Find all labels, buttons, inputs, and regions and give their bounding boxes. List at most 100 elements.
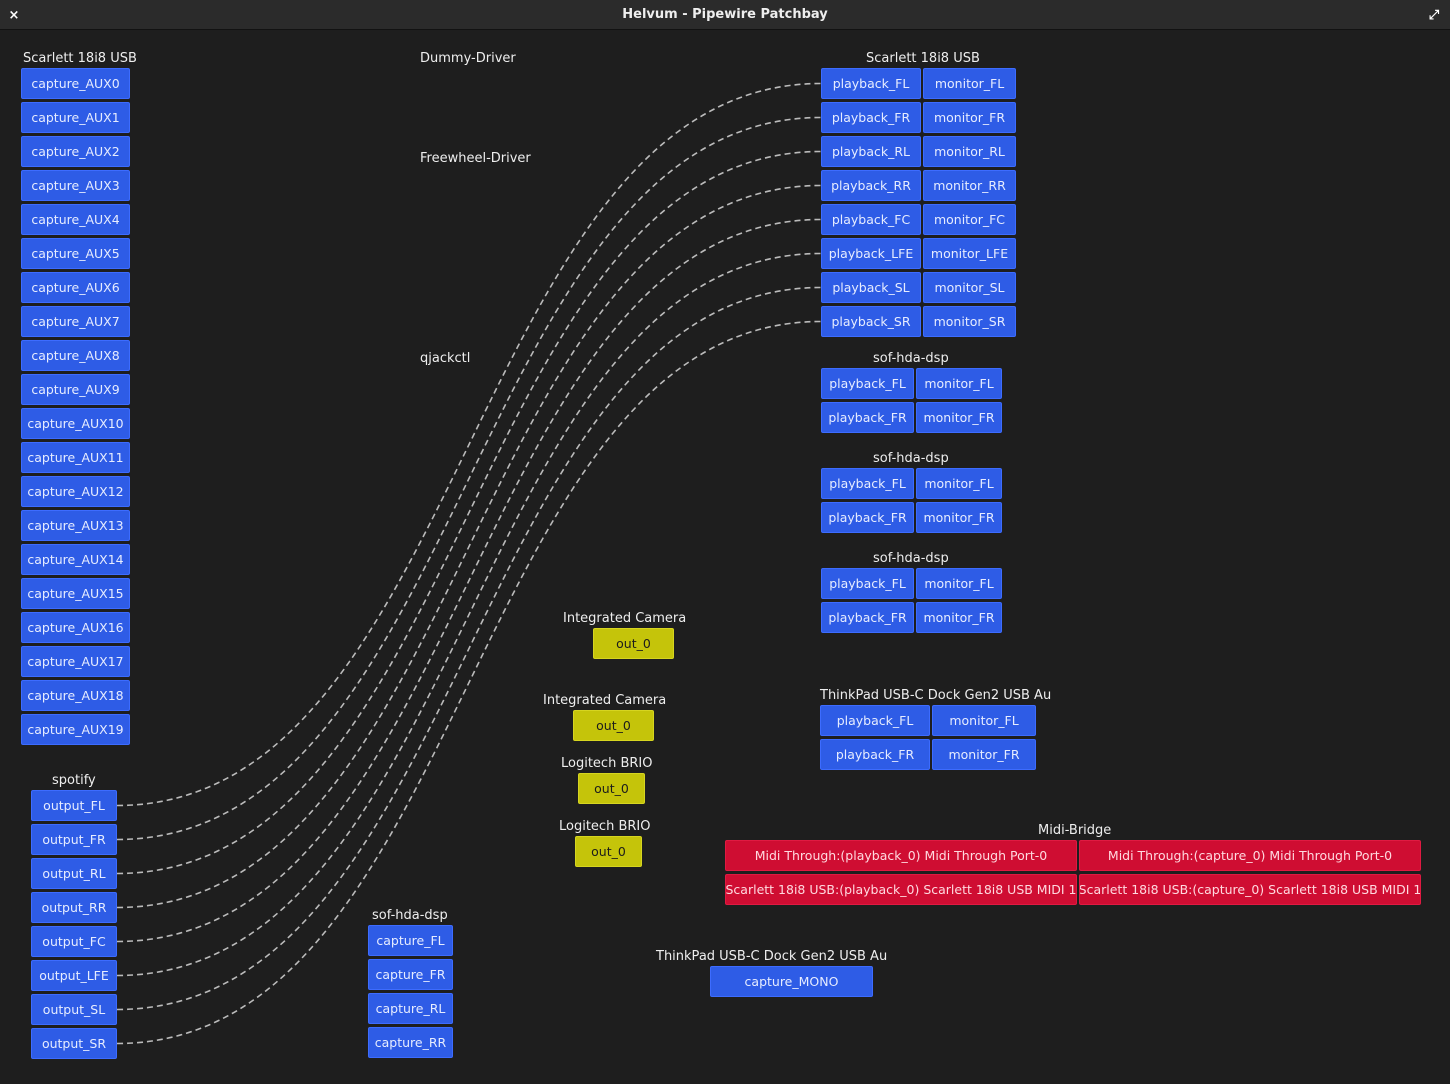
- port-output-rl[interactable]: output_RL: [31, 858, 117, 889]
- port-monitor-fl[interactable]: monitor_FL: [916, 368, 1002, 399]
- port-output-lfe[interactable]: output_LFE: [31, 960, 117, 991]
- port-capture-aux2[interactable]: capture_AUX2: [21, 136, 130, 167]
- port-out-0[interactable]: out_0: [578, 773, 645, 804]
- node-title-scarlett-18i8-usb[interactable]: Scarlett 18i8 USB: [866, 51, 980, 66]
- link-output-rl: [116, 150, 822, 875]
- port-capture-aux1[interactable]: capture_AUX1: [21, 102, 130, 133]
- port-capture-aux0[interactable]: capture_AUX0: [21, 68, 130, 99]
- port-playback-fl[interactable]: playback_FL: [821, 368, 914, 399]
- port-playback-fr[interactable]: playback_FR: [821, 502, 914, 533]
- node-title-spotify[interactable]: spotify: [52, 773, 96, 788]
- port-playback-rl[interactable]: playback_RL: [821, 136, 921, 167]
- port-monitor-sr[interactable]: monitor_SR: [923, 306, 1016, 337]
- title-bar: × Helvum - Pipewire Patchbay ⤢: [0, 0, 1450, 30]
- port-monitor-fl[interactable]: monitor_FL: [932, 705, 1036, 736]
- port-playback-fr[interactable]: playback_FR: [821, 102, 921, 133]
- port-playback-fc[interactable]: playback_FC: [821, 204, 921, 235]
- port-monitor-fl[interactable]: monitor_FL: [916, 568, 1002, 599]
- node-title-logitech-brio[interactable]: Logitech BRIO: [559, 819, 651, 834]
- port-capture-aux17[interactable]: capture_AUX17: [21, 646, 130, 677]
- node-title-qjackctl[interactable]: qjackctl: [420, 351, 471, 366]
- node-title-sof-hda-dsp[interactable]: sof-hda-dsp: [372, 908, 448, 923]
- port-capture-aux14[interactable]: capture_AUX14: [21, 544, 130, 575]
- port-capture-aux15[interactable]: capture_AUX15: [21, 578, 130, 609]
- port-capture-aux19[interactable]: capture_AUX19: [21, 714, 130, 745]
- port-midi-through-playback-0-midi-through-port-0[interactable]: Midi Through:(playback_0) Midi Through P…: [725, 840, 1077, 871]
- port-monitor-fr[interactable]: monitor_FR: [932, 739, 1036, 770]
- port-playback-rr[interactable]: playback_RR: [821, 170, 921, 201]
- port-playback-lfe[interactable]: playback_LFE: [821, 238, 921, 269]
- port-playback-fr[interactable]: playback_FR: [820, 739, 930, 770]
- port-capture-aux12[interactable]: capture_AUX12: [21, 476, 130, 507]
- node-title-freewheel-driver[interactable]: Freewheel-Driver: [420, 151, 531, 166]
- port-capture-fl[interactable]: capture_FL: [368, 925, 453, 956]
- port-capture-aux13[interactable]: capture_AUX13: [21, 510, 130, 541]
- port-capture-aux4[interactable]: capture_AUX4: [21, 204, 130, 235]
- node-title-sof-hda-dsp[interactable]: sof-hda-dsp: [873, 351, 949, 366]
- node-title-integrated-camera[interactable]: Integrated Camera: [543, 693, 667, 708]
- port-output-fc[interactable]: output_FC: [31, 926, 117, 957]
- node-title-thinkpad-usb-c-dock-gen2-usb-au[interactable]: ThinkPad USB-C Dock Gen2 USB Au: [820, 688, 1052, 703]
- node-title-sof-hda-dsp[interactable]: sof-hda-dsp: [873, 451, 949, 466]
- link-output-rr: [116, 184, 822, 909]
- port-out-0[interactable]: out_0: [573, 710, 654, 741]
- port-monitor-fc[interactable]: monitor_FC: [923, 204, 1016, 235]
- port-output-fr[interactable]: output_FR: [31, 824, 117, 855]
- maximize-icon[interactable]: ⤢: [1428, 7, 1440, 23]
- port-playback-sr[interactable]: playback_SR: [821, 306, 921, 337]
- port-capture-mono[interactable]: capture_MONO: [710, 966, 873, 997]
- port-out-0[interactable]: out_0: [575, 836, 642, 867]
- port-output-fl[interactable]: output_FL: [31, 790, 117, 821]
- port-capture-aux5[interactable]: capture_AUX5: [21, 238, 130, 269]
- port-playback-fr[interactable]: playback_FR: [821, 602, 914, 633]
- port-monitor-fr[interactable]: monitor_FR: [916, 602, 1002, 633]
- port-monitor-fr[interactable]: monitor_FR: [923, 102, 1016, 133]
- node-title-sof-hda-dsp[interactable]: sof-hda-dsp: [873, 551, 949, 566]
- node-title-logitech-brio[interactable]: Logitech BRIO: [561, 756, 653, 771]
- port-midi-through-capture-0-midi-through-port-0[interactable]: Midi Through:(capture_0) Midi Through Po…: [1079, 840, 1421, 871]
- port-monitor-fr[interactable]: monitor_FR: [916, 502, 1002, 533]
- port-output-rr[interactable]: output_RR: [31, 892, 117, 923]
- port-monitor-rr[interactable]: monitor_RR: [923, 170, 1016, 201]
- node-title-dummy-driver[interactable]: Dummy-Driver: [420, 51, 516, 66]
- port-capture-aux8[interactable]: capture_AUX8: [21, 340, 130, 371]
- link-output-fc: [116, 218, 822, 943]
- port-playback-fl[interactable]: playback_FL: [821, 468, 914, 499]
- port-capture-aux18[interactable]: capture_AUX18: [21, 680, 130, 711]
- port-capture-aux16[interactable]: capture_AUX16: [21, 612, 130, 643]
- node-title-thinkpad-usb-c-dock-gen2-usb-au[interactable]: ThinkPad USB-C Dock Gen2 USB Au: [656, 949, 888, 964]
- port-monitor-lfe[interactable]: monitor_LFE: [923, 238, 1016, 269]
- port-monitor-sl[interactable]: monitor_SL: [923, 272, 1016, 303]
- port-monitor-fl[interactable]: monitor_FL: [916, 468, 1002, 499]
- port-capture-aux9[interactable]: capture_AUX9: [21, 374, 130, 405]
- port-monitor-rl[interactable]: monitor_RL: [923, 136, 1016, 167]
- port-capture-rr[interactable]: capture_RR: [368, 1027, 453, 1058]
- port-capture-aux3[interactable]: capture_AUX3: [21, 170, 130, 201]
- port-monitor-fr[interactable]: monitor_FR: [916, 402, 1002, 433]
- port-playback-fr[interactable]: playback_FR: [821, 402, 914, 433]
- port-playback-fl[interactable]: playback_FL: [821, 568, 914, 599]
- close-icon[interactable]: ×: [8, 7, 20, 23]
- port-capture-rl[interactable]: capture_RL: [368, 993, 453, 1024]
- port-scarlett-18i8-usb-playback-0-scarlett-18i8-usb-midi-1[interactable]: Scarlett 18i8 USB:(playback_0) Scarlett …: [725, 874, 1077, 905]
- port-output-sr[interactable]: output_SR: [31, 1028, 117, 1059]
- port-capture-fr[interactable]: capture_FR: [368, 959, 453, 990]
- port-out-0[interactable]: out_0: [593, 628, 674, 659]
- port-playback-sl[interactable]: playback_SL: [821, 272, 921, 303]
- link-output-sr: [116, 320, 822, 1045]
- node-title-scarlett-18i8-usb[interactable]: Scarlett 18i8 USB: [23, 51, 137, 66]
- node-title-midi-bridge[interactable]: Midi-Bridge: [1038, 823, 1112, 838]
- port-monitor-fl[interactable]: monitor_FL: [923, 68, 1016, 99]
- port-capture-aux6[interactable]: capture_AUX6: [21, 272, 130, 303]
- port-capture-aux7[interactable]: capture_AUX7: [21, 306, 130, 337]
- link-output-fr: [116, 116, 822, 841]
- port-scarlett-18i8-usb-capture-0-scarlett-18i8-usb-midi-1[interactable]: Scarlett 18i8 USB:(capture_0) Scarlett 1…: [1079, 874, 1421, 905]
- port-output-sl[interactable]: output_SL: [31, 994, 117, 1025]
- node-title-integrated-camera[interactable]: Integrated Camera: [563, 611, 687, 626]
- port-playback-fl[interactable]: playback_FL: [821, 68, 921, 99]
- port-capture-aux10[interactable]: capture_AUX10: [21, 408, 130, 439]
- port-capture-aux11[interactable]: capture_AUX11: [21, 442, 130, 473]
- links-layer: [116, 82, 822, 1045]
- port-playback-fl[interactable]: playback_FL: [820, 705, 930, 736]
